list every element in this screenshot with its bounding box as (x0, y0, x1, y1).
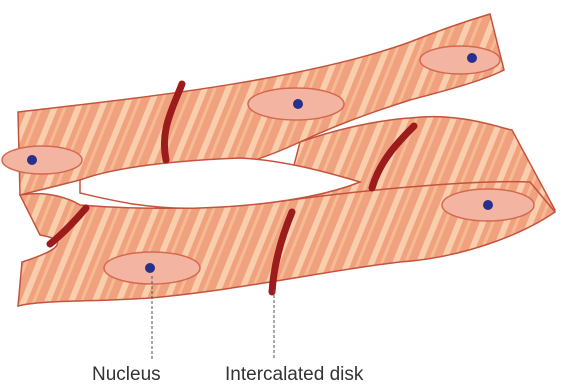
nucleus-1 (248, 88, 344, 120)
nucleus-3 (420, 46, 500, 74)
nucleus-2 (2, 146, 82, 174)
nucleus-5 (104, 252, 200, 284)
intercalated-disk-label: Intercalated disk (225, 364, 363, 386)
nucleus-label: Nucleus (92, 364, 161, 386)
nucleus-4 (442, 189, 534, 221)
